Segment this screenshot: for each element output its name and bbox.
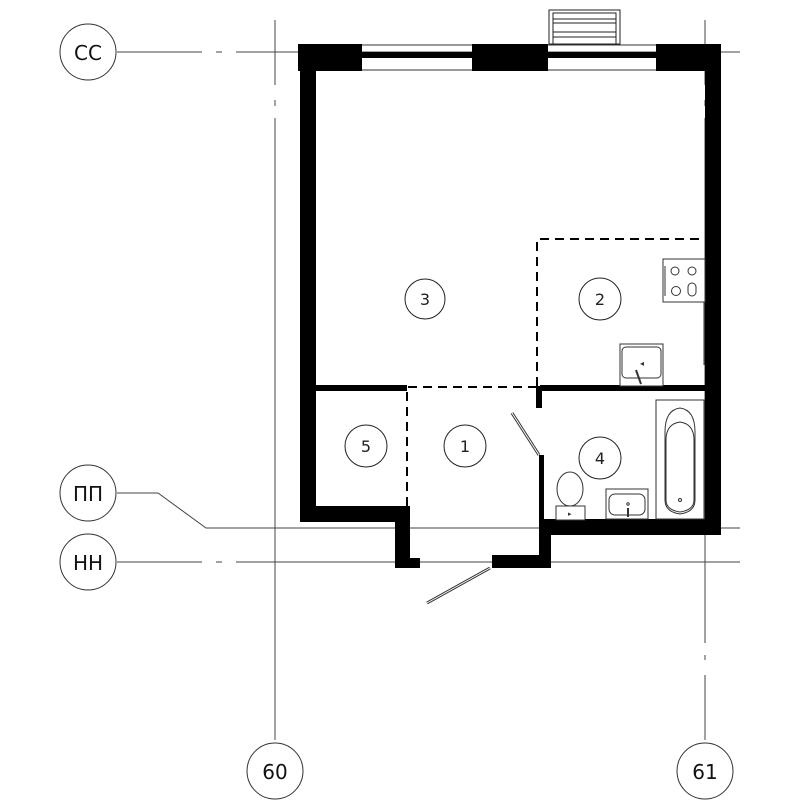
bathroom-door [510,412,541,456]
svg-text:5: 5 [361,437,371,456]
windows [362,44,656,71]
toilet-icon: ▸ [555,471,586,521]
svg-text:61: 61 [692,760,717,784]
svg-text:3: 3 [420,290,430,309]
svg-text:СС: СС [74,41,102,65]
axis-bubble-61: 61 [676,742,734,800]
svg-text:60: 60 [262,760,287,784]
room-label-3: 3 [404,278,446,320]
washbasin-icon [605,488,649,520]
axis-bubble-60: 60 [246,742,304,800]
stove-icon [662,258,706,365]
entrance-door [426,566,491,605]
zone-boundaries [406,238,705,506]
svg-text:2: 2 [595,290,605,309]
svg-text:4: 4 [595,449,605,468]
axis-bubble-cc: СС [59,23,117,81]
svg-text:ПП: ПП [73,482,103,506]
svg-text:1: 1 [460,437,470,456]
radiator-icon [548,9,621,45]
axis-bubble-pp: ПП [59,464,117,522]
svg-text:▸: ▸ [568,510,572,518]
bathtub-icon [655,399,705,520]
axis-bubble-nn: НН [59,533,117,591]
svg-text:◂: ◂ [640,359,644,368]
room-label-5: 5 [344,424,388,468]
kitchen-sink-icon: ◂ [619,343,664,387]
room-label-4: 4 [578,436,622,480]
room-label-1: 1 [443,424,487,468]
svg-text:НН: НН [73,551,103,575]
room-label-2: 2 [578,277,622,321]
walls [298,44,721,568]
